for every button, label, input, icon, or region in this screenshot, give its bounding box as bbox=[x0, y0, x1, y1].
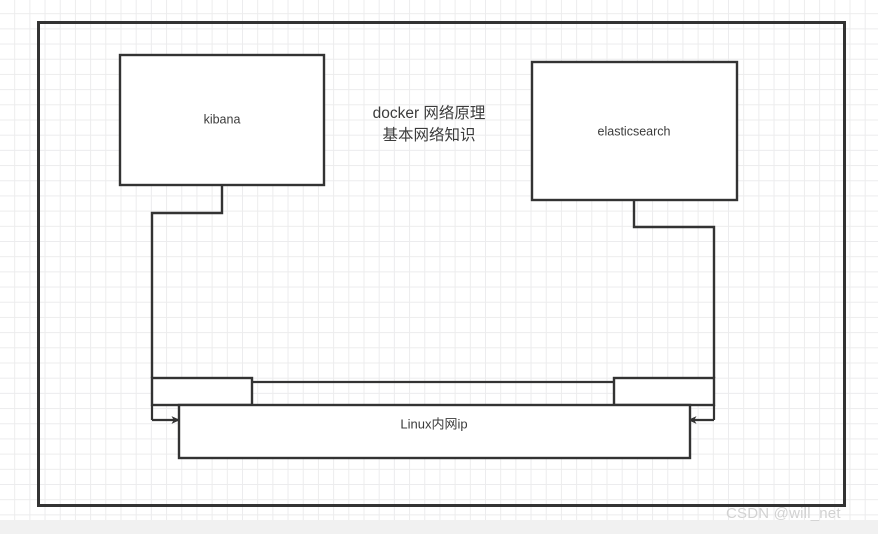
kibana-box[interactable] bbox=[118, 53, 326, 187]
node-left-port[interactable] bbox=[150, 376, 254, 407]
right-port-box[interactable] bbox=[612, 376, 716, 407]
connector-elasticsearch-to-right-port bbox=[632, 200, 716, 378]
linux-box[interactable] bbox=[177, 403, 692, 460]
left-port-box[interactable] bbox=[150, 376, 254, 407]
linux-label: Linux内网ip bbox=[400, 416, 467, 431]
outer-frame bbox=[37, 21, 846, 507]
bottom-strip bbox=[0, 520, 878, 534]
node-kibana[interactable]: kibana bbox=[118, 53, 326, 187]
title-line-2: 基本网络知识 bbox=[382, 126, 475, 144]
diagram-title: docker 网络原理 基本网络知识 bbox=[373, 104, 486, 144]
kibana-label: kibana bbox=[204, 112, 241, 126]
connector-kibana-to-left-port bbox=[150, 185, 224, 378]
node-linux[interactable]: Linux内网ip bbox=[177, 403, 692, 460]
node-right-port[interactable] bbox=[612, 376, 716, 407]
elasticsearch-label: elasticsearch bbox=[598, 124, 671, 138]
title-line-1: docker 网络原理 bbox=[373, 104, 486, 122]
watermark: CSDN @will_net bbox=[726, 505, 841, 522]
node-elasticsearch[interactable]: elasticsearch bbox=[530, 60, 739, 202]
